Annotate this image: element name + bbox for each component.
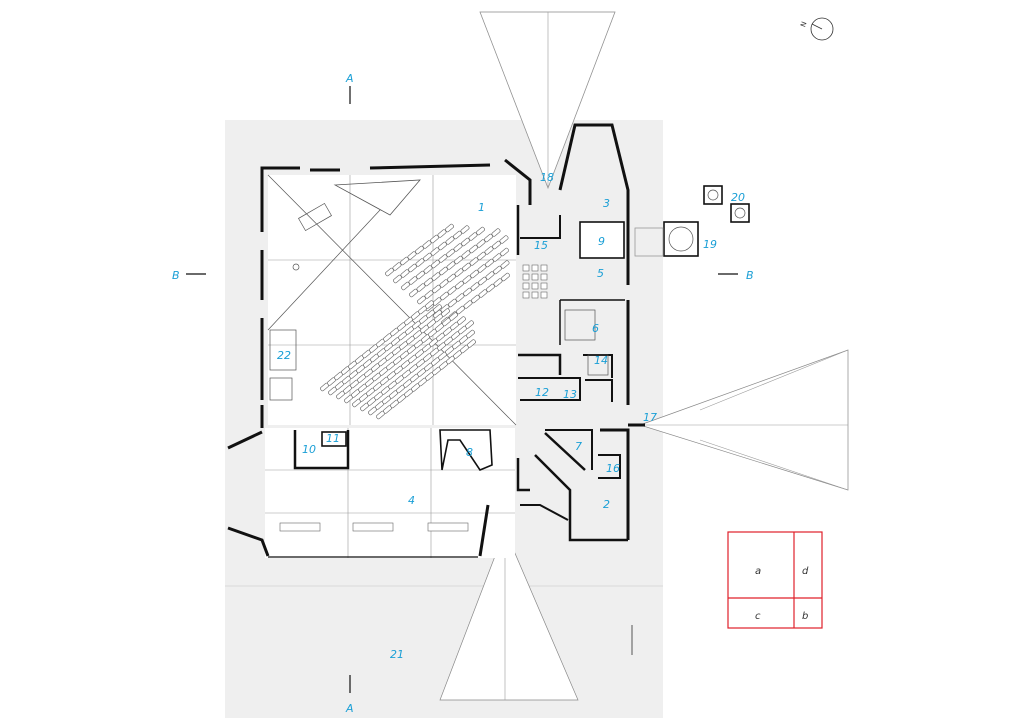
section-b-left: B [172,269,180,282]
seat [540,273,548,281]
room-label-15: 15 [534,239,548,252]
legend-d: d [802,566,809,577]
seat [467,339,476,348]
room-label-10: 10 [302,443,316,456]
seat [445,223,454,233]
room-label-12: 12 [535,386,549,399]
room-label-17: 17 [643,411,657,424]
seat [522,291,530,299]
room-label-11: 11 [326,432,340,445]
seat [441,308,450,317]
room-label-5: 5 [597,267,604,280]
room-label-6: 6 [592,322,599,335]
room-label-19: 19 [703,238,717,251]
seat [457,316,466,325]
seat [522,273,530,281]
room-label-20: 20 [731,191,745,204]
room-labels: 1 2 3 4 5 6 7 8 9 10 11 12 13 14 15 16 1… [277,171,745,661]
seat [499,235,509,244]
section-a-top: A [345,72,354,85]
room-label-2: 2 [603,498,610,511]
walls [227,123,750,558]
seat [476,226,485,236]
room-label-9: 9 [598,235,605,248]
room-label-16: 16 [606,462,620,475]
seat [531,282,539,290]
foyer [265,428,515,558]
seat [425,300,434,309]
legend-b: b [802,611,808,622]
room-label-4: 4 [408,494,415,507]
section-markers: A A B B [172,72,754,715]
seat [540,291,548,299]
seat [540,264,548,272]
room-label-13: 13 [563,388,577,401]
room-label-21: 21 [390,648,404,661]
north-label: N [799,21,808,29]
seating [320,223,548,420]
seat [449,312,458,321]
seat [501,272,510,282]
seat [500,260,510,269]
legend-c: c [755,611,761,622]
seat [531,273,539,281]
seat [531,291,539,299]
room-label-3: 3 [603,197,610,210]
room-label-18: 18 [540,171,554,184]
room-label-22: 22 [277,349,291,362]
seat [522,264,530,272]
seat [500,247,509,257]
canopies [439,11,849,701]
seat [460,225,470,234]
seat [465,320,474,329]
room-label-14: 14 [594,354,608,367]
room-label-8: 8 [466,446,473,459]
seat [433,304,442,313]
seat [531,264,539,272]
seat [466,329,475,339]
section-b-right: B [746,269,754,282]
room-label-7: 7 [575,440,582,453]
legend: a d c b [727,531,823,629]
seat [491,228,501,237]
north-arrow: N [799,17,834,41]
seat [540,282,548,290]
room-label-1: 1 [478,201,485,214]
seat [522,282,530,290]
legend-a: a [755,566,761,577]
section-a-bottom: A [345,702,354,715]
